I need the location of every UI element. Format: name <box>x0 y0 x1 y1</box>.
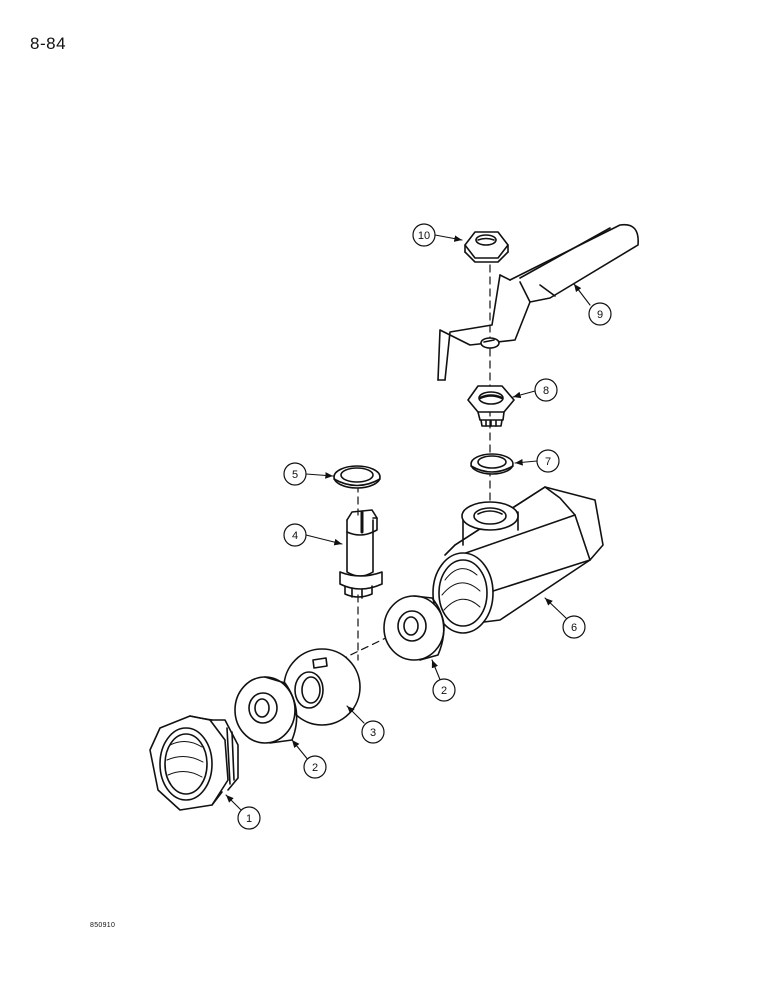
svg-text:3: 3 <box>370 727 376 739</box>
svg-text:2: 2 <box>441 685 447 697</box>
callout-8: 8 <box>534 378 558 402</box>
page-number: 8-84 <box>30 34 67 53</box>
callout-2-left: 2 <box>303 755 327 779</box>
part-nut-10 <box>464 231 509 263</box>
svg-text:8: 8 <box>543 385 549 397</box>
svg-text:4: 4 <box>292 530 298 542</box>
part-stem-4 <box>339 509 383 599</box>
svg-text:2: 2 <box>312 762 318 774</box>
part-stem-nut-8 <box>467 385 515 427</box>
callout-6: 6 <box>562 615 586 639</box>
callout-7: 7 <box>536 449 560 473</box>
callout-9: 9 <box>588 302 612 326</box>
svg-text:6: 6 <box>571 622 577 634</box>
part-end-cap-1 <box>149 715 239 811</box>
svg-text:9: 9 <box>597 309 603 321</box>
svg-text:10: 10 <box>418 230 430 242</box>
part-handle-9 <box>437 223 639 381</box>
callout-2-right: 2 <box>432 678 456 702</box>
svg-text:7: 7 <box>545 456 551 468</box>
part-packing-ring-5 <box>333 465 381 489</box>
part-ball-3 <box>283 648 361 726</box>
callout-4: 4 <box>283 523 307 547</box>
callout-1: 1 <box>237 806 261 830</box>
callout-10: 10 <box>412 223 436 247</box>
part-seat-2-left <box>234 676 298 744</box>
leader-lines <box>225 234 591 813</box>
part-body-6 <box>432 486 604 634</box>
callout-3: 3 <box>361 720 385 744</box>
svg-text:1: 1 <box>246 813 252 825</box>
part-seat-2-right <box>383 595 445 661</box>
svg-text:5: 5 <box>292 469 298 481</box>
callout-5: 5 <box>283 462 307 486</box>
part-washer-7 <box>470 453 514 475</box>
figure-code: 850910 <box>90 922 116 929</box>
